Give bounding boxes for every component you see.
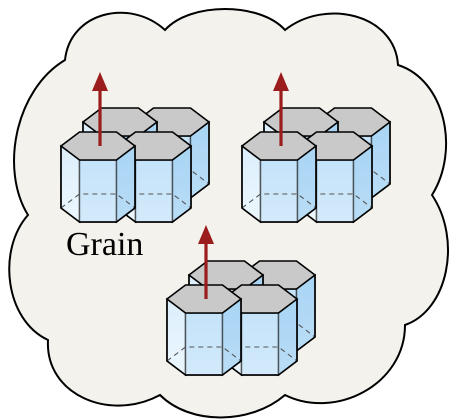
hexagonal-prism [240, 131, 318, 224]
hidden-edge [60, 193, 136, 209]
c-axis-arrow-head [92, 72, 108, 91]
prism-top-face [165, 284, 243, 314]
prism-shading [167, 299, 241, 375]
prism-outline [241, 146, 317, 223]
grain-top-left [59, 72, 211, 224]
grain-label: Grain [66, 226, 143, 263]
grain-bottom-center [165, 225, 317, 377]
hidden-edge [166, 346, 242, 362]
hexagonal-prism [59, 131, 137, 224]
prism-outline [60, 146, 136, 223]
grain-top-right [240, 72, 392, 224]
c-axis-arrow-head [198, 225, 214, 244]
prism-shading [242, 146, 316, 222]
prism-top-face [240, 131, 318, 161]
prism-outline [166, 299, 242, 376]
c-axis-arrow-head [273, 72, 289, 91]
prism-shading [61, 146, 135, 222]
hidden-edge [241, 193, 317, 209]
hexagonal-prism [165, 284, 243, 377]
prism-top-face [59, 131, 137, 161]
